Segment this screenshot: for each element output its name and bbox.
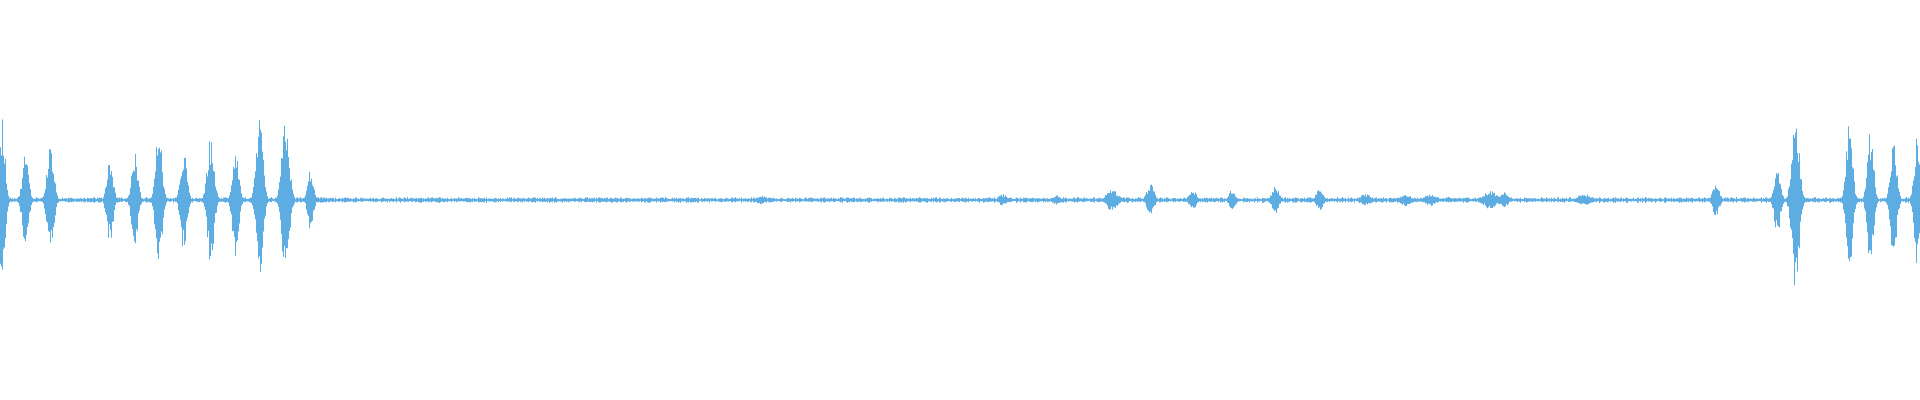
- waveform-samples: [0, 119, 1920, 286]
- waveform-trace: [0, 119, 1920, 286]
